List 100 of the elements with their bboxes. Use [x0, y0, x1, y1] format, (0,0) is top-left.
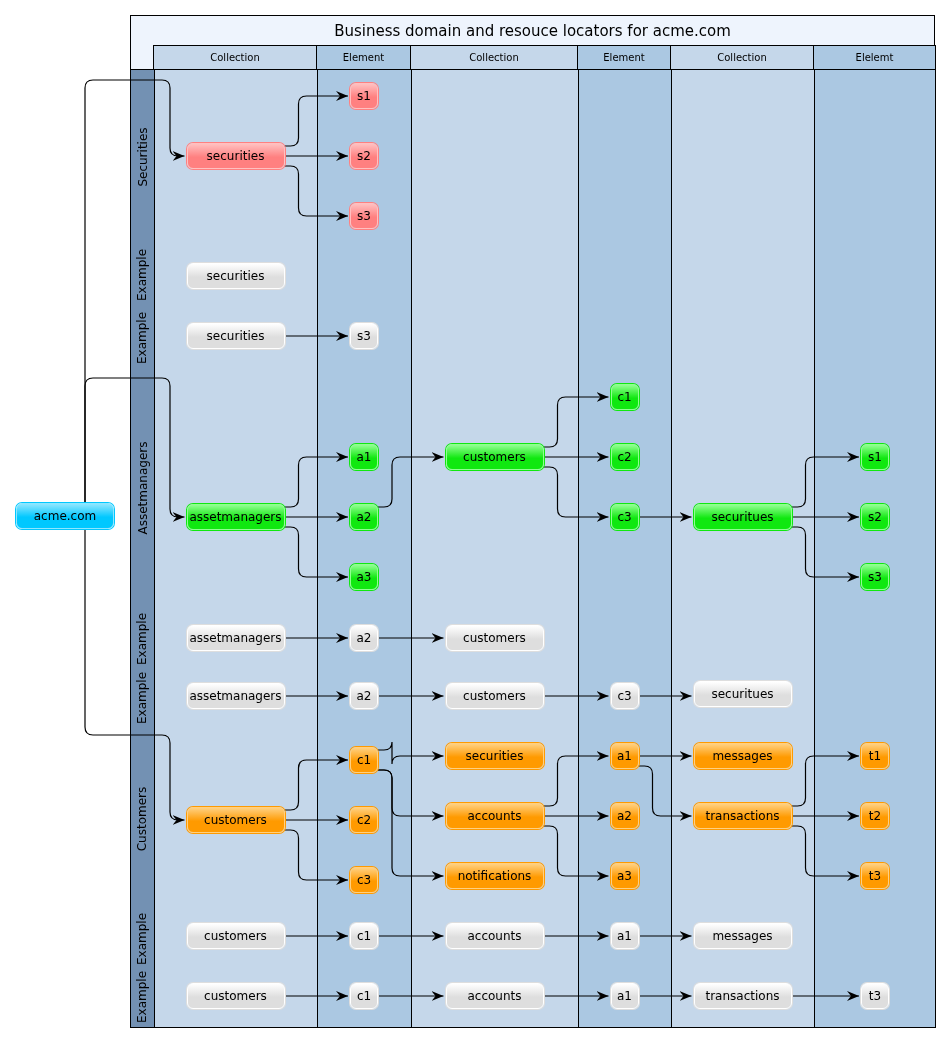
- arrow: [283, 755, 349, 811]
- node-box: t3: [861, 863, 889, 889]
- node-box: securitues: [693, 504, 792, 530]
- arrow: [377, 769, 445, 881]
- arrow: [283, 512, 349, 522]
- node-box: messages: [693, 743, 792, 769]
- lane-title: Example: [135, 311, 150, 364]
- node-box: t1: [861, 743, 889, 769]
- arrow: [637, 765, 693, 821]
- column-header: Collection: [153, 45, 316, 70]
- node-box: customers: [445, 444, 544, 470]
- node-box: accounts: [445, 983, 544, 1009]
- arrow: [790, 991, 860, 1001]
- node-box: messages: [693, 923, 792, 949]
- node-box: a1: [610, 923, 639, 949]
- arrow: [283, 165, 349, 221]
- arrow: [542, 991, 610, 1001]
- node-box: a1: [350, 444, 378, 470]
- node-box: assetmanagers: [186, 683, 285, 709]
- arrow: [790, 751, 860, 807]
- arrow: [283, 815, 349, 825]
- swimlane: [130, 966, 936, 1028]
- arrow: [377, 633, 445, 643]
- node-box: a2: [350, 683, 378, 709]
- arrow: [790, 526, 860, 582]
- arrow: [790, 512, 860, 522]
- arrow: [542, 751, 610, 807]
- node-box: c1: [350, 983, 378, 1009]
- arrow: [377, 931, 445, 941]
- node-box: c1: [350, 923, 378, 949]
- node-box: t3: [861, 983, 889, 1009]
- node-box: a3: [350, 564, 378, 590]
- node-box: securities: [186, 323, 285, 349]
- arrow: [283, 691, 349, 701]
- column-header: Element: [577, 45, 670, 70]
- node-box: accounts: [445, 923, 544, 949]
- node-box: customers: [186, 983, 285, 1009]
- lane-title: Example: [135, 612, 150, 665]
- arrow: [637, 991, 693, 1001]
- arrow: [637, 512, 693, 522]
- arrow: [283, 151, 349, 161]
- node-box: notifications: [445, 863, 544, 889]
- node-box: customers: [445, 683, 544, 709]
- node-box: securitues: [693, 681, 792, 707]
- arrow: [283, 633, 349, 643]
- arrow: [542, 392, 610, 448]
- node-box: s2: [350, 143, 378, 169]
- arrow: [377, 741, 445, 765]
- node-box: customers: [186, 923, 285, 949]
- node-box: acme.com: [16, 503, 114, 529]
- node-box: s3: [861, 564, 889, 590]
- node-box: a2: [350, 625, 378, 651]
- node-box: c3: [610, 504, 639, 530]
- node-box: s2: [861, 504, 889, 530]
- column-header: Collection: [410, 45, 577, 70]
- arrow: [790, 452, 860, 508]
- arrow: [542, 452, 610, 462]
- arrow: [637, 931, 693, 941]
- arrow: [637, 751, 693, 761]
- node-box: transactions: [693, 983, 792, 1009]
- node-box: securities: [186, 263, 285, 289]
- node-box: s1: [350, 83, 378, 109]
- node-box: c1: [610, 384, 639, 410]
- node-box: accounts: [445, 803, 544, 829]
- arrow: [84, 377, 186, 522]
- arrow: [283, 452, 349, 508]
- node-box: customers: [186, 807, 285, 833]
- arrow: [283, 331, 349, 341]
- arrow: [283, 526, 349, 582]
- node-box: c3: [350, 867, 378, 893]
- node-box: a2: [610, 803, 639, 829]
- node-box: customers: [445, 625, 544, 651]
- lane-title: Example: [135, 248, 150, 302]
- arrow: [377, 452, 445, 508]
- column-header: Elelemt: [813, 45, 936, 70]
- node-box: securities: [186, 143, 285, 169]
- node-box: t2: [861, 803, 889, 829]
- lane-title: Example: [135, 671, 150, 724]
- node-box: c3: [610, 683, 639, 709]
- arrow: [283, 931, 349, 941]
- node-box: transactions: [693, 803, 792, 829]
- arrow: [84, 529, 186, 825]
- node-box: c1: [350, 747, 378, 773]
- swimlane: [130, 70, 936, 244]
- arrow: [790, 811, 860, 821]
- column-header: Element: [316, 45, 410, 70]
- lane-title: Example: [135, 970, 150, 1023]
- arrow: [790, 825, 860, 881]
- arrow: [283, 829, 349, 885]
- node-box: s3: [350, 203, 378, 229]
- node-box: assetmanagers: [186, 504, 285, 530]
- node-box: assetmanagers: [186, 625, 285, 651]
- arrow: [283, 91, 349, 147]
- arrow: [542, 691, 610, 701]
- lane-title: Assetmanagers: [135, 441, 150, 534]
- node-box: securities: [445, 743, 544, 769]
- arrow: [377, 991, 445, 1001]
- node-box: s1: [861, 444, 889, 470]
- node-box: c2: [610, 444, 639, 470]
- node-box: a2: [350, 504, 378, 530]
